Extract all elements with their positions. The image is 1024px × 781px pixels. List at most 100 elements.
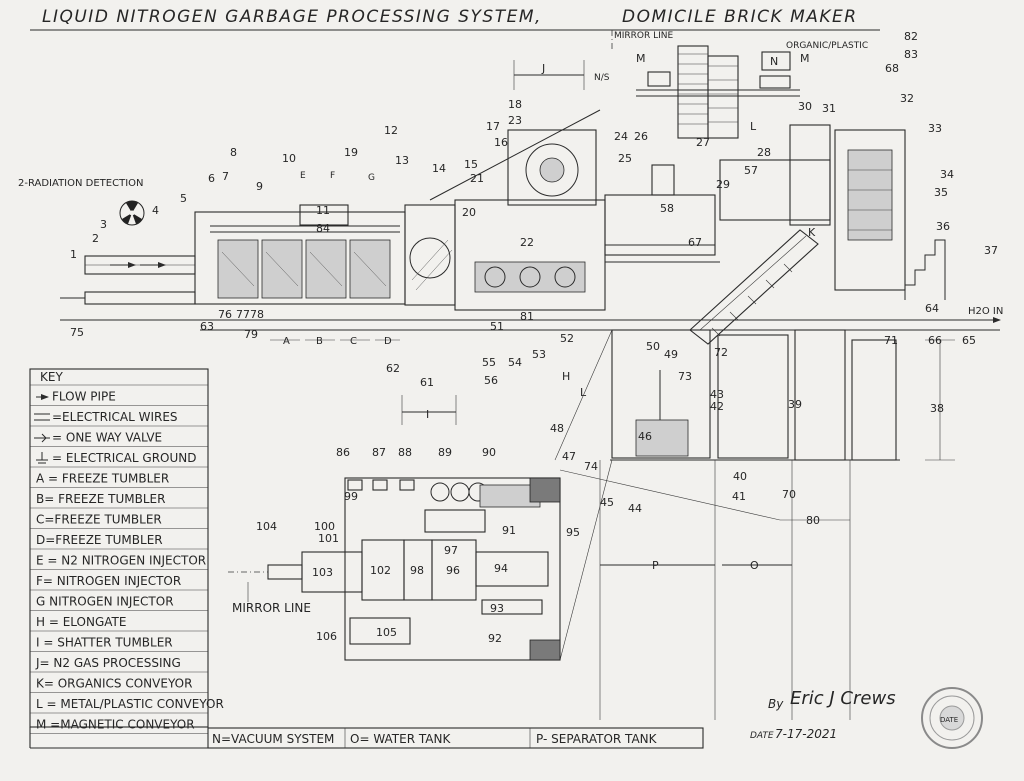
ref-number-92: 92 — [488, 632, 502, 645]
ref-number-103: 103 — [312, 566, 333, 579]
section-dimensions: A B C D E F G H K L — [270, 171, 816, 399]
radiation-icon — [119, 200, 145, 226]
ref-number-25: 25 — [618, 152, 632, 165]
key-item: E = N2 NITROGEN INJECTOR — [36, 554, 206, 568]
ref-number-78: 78 — [250, 308, 264, 321]
section-l: L — [580, 386, 587, 399]
key-heading: KEY — [40, 370, 63, 384]
ref-number-26: 26 — [634, 130, 648, 143]
ref-number-72: 72 — [714, 346, 728, 359]
ref-number-34: 34 — [940, 168, 954, 181]
section-b: B — [316, 336, 323, 347]
key-item: J= N2 GAS PROCESSING — [35, 656, 181, 670]
ref-number-40: 40 — [733, 470, 747, 483]
ref-number-51: 51 — [490, 320, 504, 333]
ref-number-20: 20 — [462, 206, 476, 219]
ref-number-30: 30 — [798, 100, 812, 113]
ref-number-87: 87 — [372, 446, 386, 459]
key-item: A = FREEZE TUMBLER — [36, 472, 169, 486]
label-radiation-detection: 2-RADIATION DETECTION — [18, 178, 144, 189]
ref-number-89: 89 — [438, 446, 452, 459]
ref-number-95: 95 — [566, 526, 580, 539]
ref-number-22: 22 — [520, 236, 534, 249]
key-item: F= NITROGEN INJECTOR — [36, 574, 181, 588]
legend-vacuum-system: N=VACUUM SYSTEM — [212, 732, 334, 746]
ref-number-35: 35 — [934, 186, 948, 199]
ref-number-55: 55 — [482, 356, 496, 369]
ref-number-43: 43 — [710, 388, 724, 401]
one-way-valve-symbol-icon — [34, 433, 50, 443]
ref-number-1: 1 — [70, 248, 77, 261]
key-item: =ELECTRICAL WIRES — [52, 410, 178, 424]
ref-number-14: 14 — [432, 162, 446, 175]
elongate-chamber — [454, 199, 606, 311]
label-o: O — [750, 559, 759, 572]
water-tank-left — [717, 334, 789, 459]
ref-number-58: 58 — [660, 202, 674, 215]
ref-number-79: 79 — [244, 328, 258, 341]
ref-number-21: 21 — [470, 172, 484, 185]
ref-number-96: 96 — [446, 564, 460, 577]
ref-number-41: 41 — [732, 490, 746, 503]
section-a: A — [283, 336, 290, 347]
key-item: K= ORGANICS CONVEYOR — [36, 677, 192, 691]
ref-number-71: 71 — [884, 334, 898, 347]
label-l-top: L — [750, 120, 757, 133]
label-organic-plastic: ORGANIC/PLASTIC — [786, 41, 868, 51]
key-item: I = SHATTER TUMBLER — [36, 636, 173, 650]
section-k: K — [808, 226, 816, 239]
legend-separator-tank: P- SEPARATOR TANK — [536, 732, 658, 746]
label-p: P — [652, 559, 659, 572]
legend-key-table: KEY — [29, 368, 209, 728]
water-tank-mid — [794, 329, 846, 461]
ref-number-105: 105 — [376, 626, 397, 639]
ref-number-27: 27 — [696, 136, 710, 149]
ref-number-94: 94 — [494, 562, 508, 575]
ref-number-61: 61 — [420, 376, 434, 389]
separator-tank — [611, 329, 711, 459]
ref-number-66: 66 — [928, 334, 942, 347]
label-m-left: M — [636, 52, 646, 65]
ref-number-15: 15 — [464, 158, 478, 171]
signature-date-label: DATE — [750, 731, 774, 741]
ref-number-6: 6 — [208, 172, 215, 185]
ref-number-76: 76 — [218, 308, 232, 321]
label-j: J — [541, 62, 545, 75]
stamp-text: DATE — [940, 716, 958, 724]
main-processing-line: H2O IN — [60, 109, 1003, 345]
ref-number-18: 18 — [508, 98, 522, 111]
ref-number-67: 67 — [688, 236, 702, 249]
section-f: F — [330, 171, 335, 181]
water-tank-right — [851, 339, 897, 461]
ref-number-31: 31 — [822, 102, 836, 115]
key-item: L = METAL/PLASTIC CONVEYOR — [36, 697, 224, 711]
ref-number-74: 74 — [584, 460, 598, 473]
ref-number-57: 57 — [744, 164, 758, 177]
ref-number-63: 63 — [200, 320, 214, 333]
ref-number-100: 100 — [314, 520, 335, 533]
ref-number-86: 86 — [336, 446, 350, 459]
component-105 — [349, 617, 411, 645]
ref-number-2: 2 — [92, 232, 99, 245]
ref-number-28: 28 — [757, 146, 771, 159]
key-item: = ONE WAY VALVE — [52, 431, 162, 445]
label-ns-top: N/S — [594, 73, 610, 83]
ref-number-106: 106 — [316, 630, 337, 643]
ref-number-90: 90 — [482, 446, 496, 459]
ref-number-37: 37 — [984, 244, 998, 257]
ref-number-68: 68 — [885, 62, 899, 75]
label-i: I — [426, 408, 429, 421]
signature-name: Eric J Crews — [790, 688, 896, 709]
key-item: = ELECTRICAL GROUND — [52, 451, 196, 465]
signature-block: By Eric J Crews DATE 7-17-2021 — [750, 688, 896, 741]
ref-number-19: 19 — [344, 146, 358, 159]
ref-number-82: 82 — [904, 30, 918, 43]
section-d: D — [384, 336, 392, 347]
key-item: G NITROGEN INJECTOR — [36, 595, 174, 609]
lower-return-conveyor — [84, 291, 196, 305]
key-item: D=FREEZE TUMBLER — [36, 533, 163, 547]
ref-number-8: 8 — [230, 146, 237, 159]
ref-number-93: 93 — [490, 602, 504, 615]
ref-number-3: 3 — [100, 218, 107, 231]
